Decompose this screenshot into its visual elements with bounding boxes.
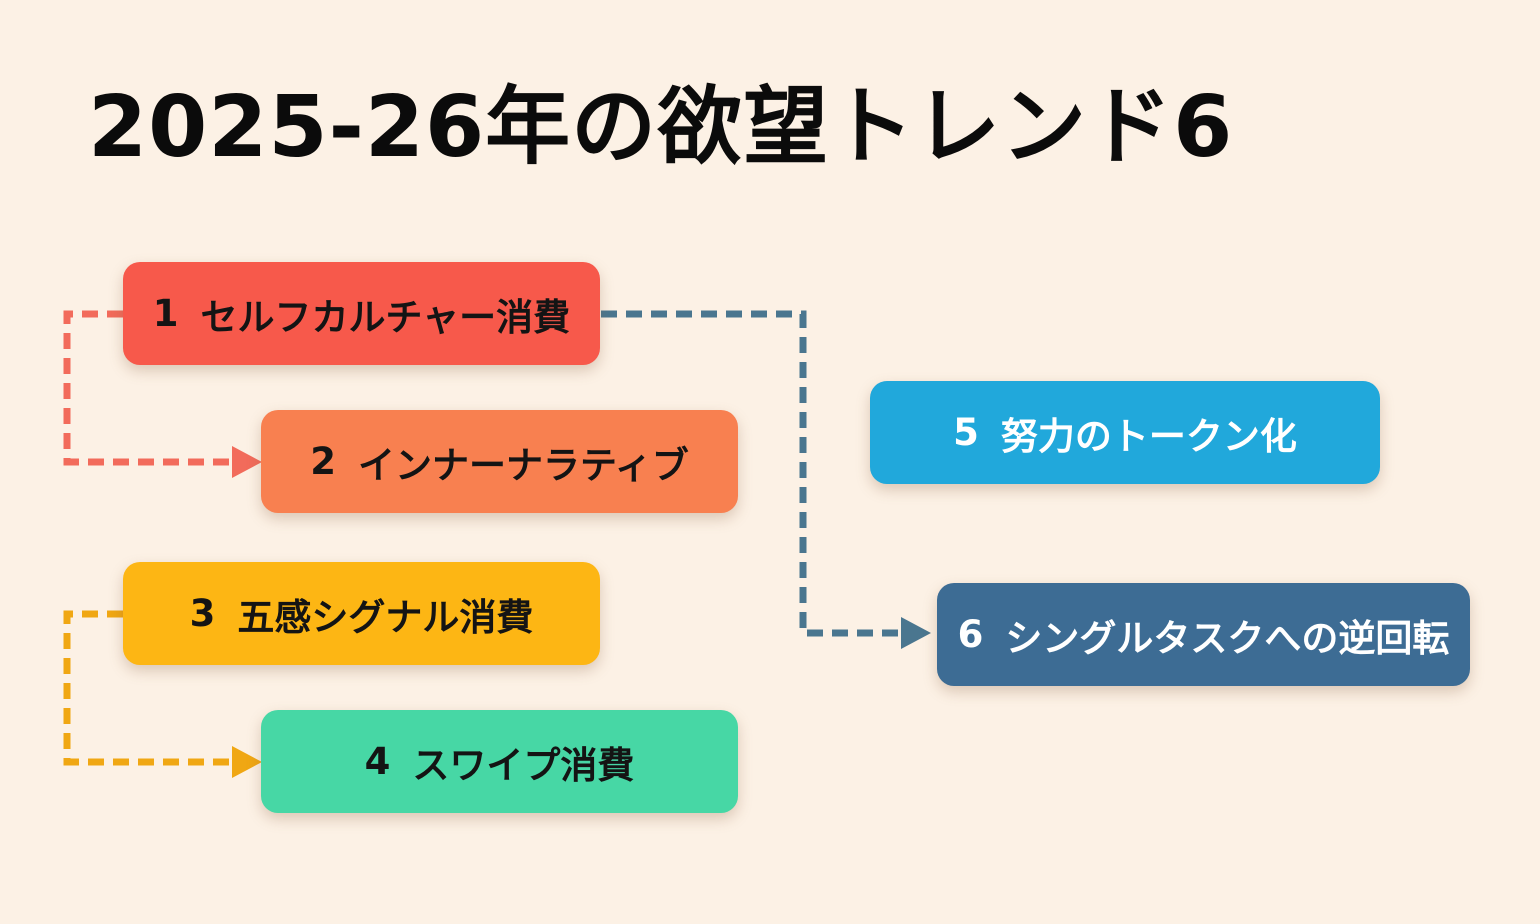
- connector-3-to-4-arrowhead-icon: [232, 746, 262, 778]
- trend-box-3-number: 3: [189, 592, 216, 635]
- connector-1-to-2-arrowhead-icon: [232, 446, 262, 478]
- trend-box-2-number: 2: [310, 440, 336, 483]
- trend-box-6: 6 シングルタスクへの逆回転: [937, 583, 1470, 686]
- trend-box-5-label: 努力のトークン化: [1000, 414, 1297, 458]
- trend-box-4: 4 スワイプ消費: [261, 710, 738, 813]
- trend-box-1: 1 セルフカルチャー消費: [123, 262, 600, 365]
- trend-box-4-label: スワイプ消費: [412, 743, 635, 787]
- trend-box-3: 3 五感シグナル消費: [123, 562, 600, 665]
- trend-box-5: 5 努力のトークン化: [870, 381, 1380, 484]
- trend-box-2: 2 インナーナラティブ: [261, 410, 738, 513]
- trend-box-6-number: 6: [957, 613, 984, 656]
- page-title: 2025-26年の欲望トレンド6: [88, 78, 1234, 177]
- trend-box-1-number: 1: [152, 292, 179, 335]
- connector-1-to-6-arrowhead-icon: [901, 617, 931, 649]
- trend-box-6-label: シングルタスクへの逆回転: [1005, 616, 1450, 660]
- trend-box-1-label: セルフカルチャー消費: [200, 295, 571, 339]
- trend-box-5-number: 5: [953, 411, 979, 454]
- trend-box-3-label: 五感シグナル消費: [237, 595, 534, 639]
- trend-box-4-number: 4: [364, 740, 391, 783]
- trend-box-2-label: インナーナラティブ: [357, 443, 689, 487]
